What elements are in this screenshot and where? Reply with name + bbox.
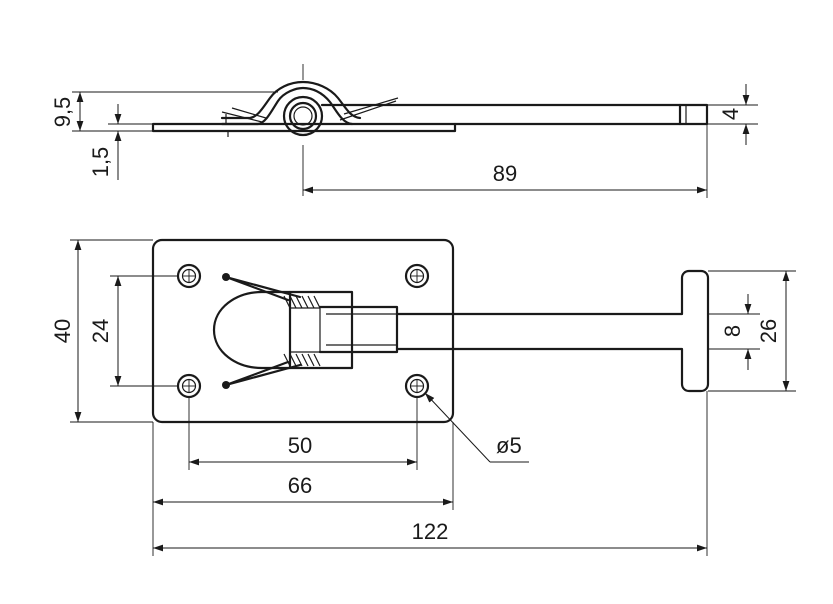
dim-40-label: 40 [50,319,75,343]
dim-9-5-label: 9,5 [50,97,75,128]
dim-24-label: 24 [88,319,113,343]
spring-loop [212,290,292,370]
dim-1-5-label: 1,5 [88,147,113,178]
side-hinge-bulge [220,86,354,126]
front-base-plate [151,238,455,424]
dim-50-label: 50 [288,433,312,458]
dim-8-label: 8 [720,325,745,337]
dim-122-label: 122 [412,519,449,544]
dim-66-label: 66 [288,473,312,498]
dim-4-label: 4 [718,108,743,120]
dim-89-label: 89 [493,161,517,186]
mounting-holes [176,263,430,399]
hinge-bracket [288,290,354,370]
side-hook-bar [320,103,709,126]
side-pin-outer [282,95,324,137]
dim-hole-dia-label: ø5 [496,433,522,458]
dim-26-label: 26 [756,319,781,343]
spring-coils [283,295,321,367]
front-view: 40 24 50 66 122 ø5 8 26 [50,238,796,556]
hook-bar [318,305,399,354]
side-view: 9,5 1,5 4 89 [50,64,758,198]
side-base-plate [151,122,457,133]
